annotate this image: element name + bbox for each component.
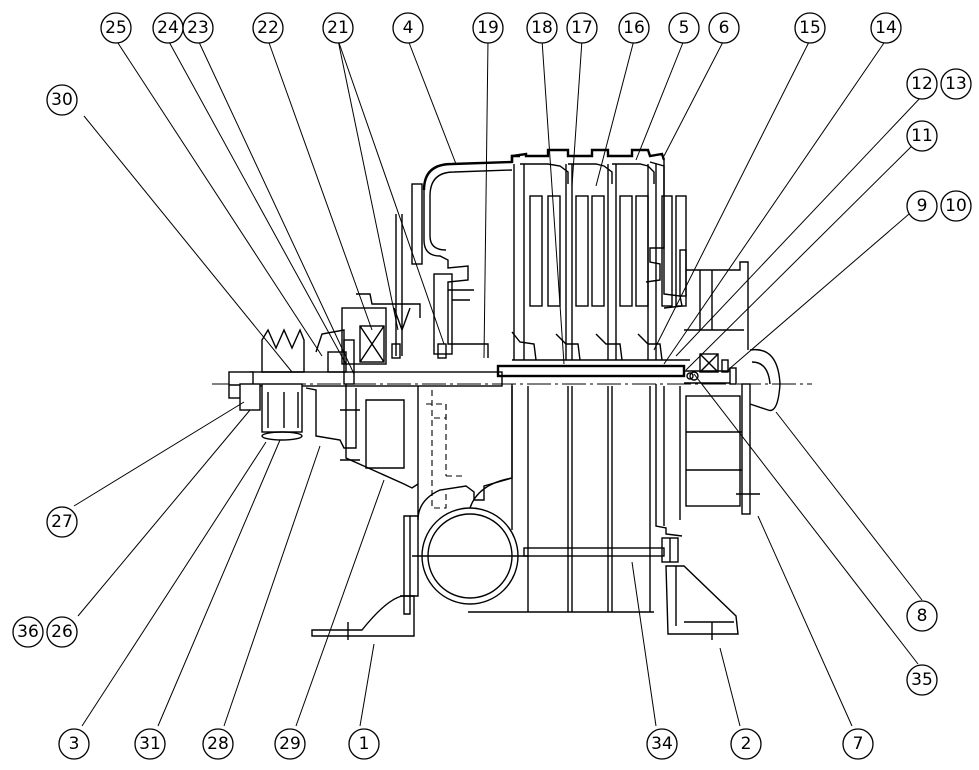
svg-text:28: 28 bbox=[207, 734, 229, 754]
callout-19: 19 bbox=[472, 12, 504, 44]
callout-16: 16 bbox=[618, 12, 650, 44]
callout-24: 24 bbox=[152, 12, 184, 44]
support-foot-right bbox=[665, 565, 739, 640]
svg-text:24: 24 bbox=[157, 18, 179, 38]
callout-13: 13 bbox=[940, 68, 972, 100]
svg-text:26: 26 bbox=[51, 622, 73, 642]
callout-21: 21 bbox=[322, 12, 354, 44]
callout-22: 22 bbox=[252, 12, 284, 44]
callout-28: 28 bbox=[202, 728, 234, 760]
callout-30: 30 bbox=[46, 84, 78, 116]
svg-text:27: 27 bbox=[51, 512, 73, 532]
svg-text:13: 13 bbox=[945, 74, 967, 94]
svg-text:14: 14 bbox=[875, 18, 897, 38]
callout-2: 2 bbox=[730, 728, 762, 760]
svg-text:2: 2 bbox=[741, 734, 752, 754]
callout-4: 4 bbox=[392, 12, 424, 44]
callout-31: 31 bbox=[134, 728, 166, 760]
svg-text:35: 35 bbox=[911, 670, 933, 690]
callout-36: 36 bbox=[12, 616, 44, 648]
svg-text:30: 30 bbox=[51, 90, 73, 110]
stage-casings bbox=[468, 148, 690, 613]
svg-text:12: 12 bbox=[911, 74, 933, 94]
callout-27: 27 bbox=[46, 506, 78, 538]
svg-text:22: 22 bbox=[257, 18, 279, 38]
svg-text:6: 6 bbox=[719, 18, 730, 38]
svg-text:11: 11 bbox=[911, 126, 933, 146]
svg-text:34: 34 bbox=[651, 734, 673, 754]
svg-text:1: 1 bbox=[359, 734, 370, 754]
svg-text:5: 5 bbox=[679, 18, 690, 38]
svg-text:17: 17 bbox=[571, 18, 593, 38]
callout-12: 12 bbox=[906, 68, 938, 100]
callout-9: 9 bbox=[906, 190, 938, 222]
bearing-housing-right bbox=[685, 348, 781, 515]
v-belt-pulley bbox=[261, 328, 305, 441]
callout-34: 34 bbox=[646, 728, 678, 760]
callout-7: 7 bbox=[842, 728, 874, 760]
svg-text:31: 31 bbox=[139, 734, 161, 754]
callout-23: 23 bbox=[182, 12, 214, 44]
discharge-nozzle bbox=[412, 477, 528, 605]
svg-text:21: 21 bbox=[327, 18, 349, 38]
callout-15: 15 bbox=[794, 12, 826, 44]
callout-25: 25 bbox=[100, 12, 132, 44]
svg-text:10: 10 bbox=[945, 196, 967, 216]
shaft-nut bbox=[228, 371, 261, 411]
svg-text:4: 4 bbox=[403, 18, 414, 38]
suction-cover bbox=[393, 154, 520, 521]
svg-text:3: 3 bbox=[69, 734, 80, 754]
callout-14: 14 bbox=[870, 12, 902, 44]
svg-text:29: 29 bbox=[279, 734, 301, 754]
svg-text:16: 16 bbox=[623, 18, 645, 38]
svg-text:25: 25 bbox=[105, 18, 127, 38]
tie-rod bbox=[523, 537, 679, 563]
callout-35: 35 bbox=[906, 664, 938, 696]
shaft bbox=[249, 364, 730, 387]
svg-text:23: 23 bbox=[187, 18, 209, 38]
svg-text:15: 15 bbox=[799, 18, 821, 38]
callout-8: 8 bbox=[906, 600, 938, 632]
discharge-casing bbox=[645, 160, 749, 537]
svg-text:8: 8 bbox=[917, 606, 928, 626]
callout-11: 11 bbox=[906, 120, 938, 152]
callout-29: 29 bbox=[274, 728, 306, 760]
svg-text:7: 7 bbox=[853, 734, 864, 754]
callout-6: 6 bbox=[708, 12, 740, 44]
callout-3: 3 bbox=[58, 728, 90, 760]
callout-26: 26 bbox=[46, 616, 78, 648]
callout-1: 1 bbox=[348, 728, 380, 760]
svg-text:9: 9 bbox=[917, 196, 928, 216]
callout-17: 17 bbox=[566, 12, 598, 44]
svg-text:18: 18 bbox=[531, 18, 553, 38]
callout-10: 10 bbox=[940, 190, 972, 222]
svg-text:19: 19 bbox=[477, 18, 499, 38]
bearing-housing-left bbox=[305, 293, 447, 489]
leader-lines bbox=[73, 39, 923, 727]
callout-5: 5 bbox=[668, 12, 700, 44]
support-foot-left bbox=[311, 515, 419, 640]
svg-text:36: 36 bbox=[17, 622, 39, 642]
callout-18: 18 bbox=[526, 12, 558, 44]
